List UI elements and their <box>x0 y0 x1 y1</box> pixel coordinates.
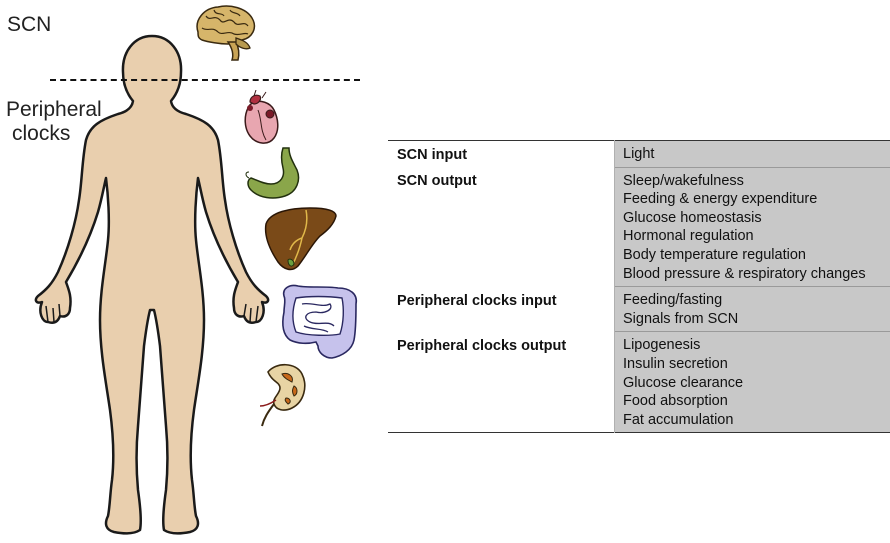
peripheral-label-line2: clocks <box>6 122 102 146</box>
row-value-item: Glucose clearance <box>623 374 890 393</box>
table-row: SCN input Light <box>388 141 890 168</box>
liver-icon <box>262 200 340 276</box>
row-value-item: Food absorption <box>623 392 890 411</box>
heart-icon <box>240 90 282 148</box>
row-value-item: Lipogenesis <box>623 336 890 355</box>
peripheral-label-line1: Peripheral <box>6 98 102 122</box>
peripheral-clocks-label: Peripheral clocks <box>6 98 102 146</box>
stomach-icon <box>243 146 303 202</box>
row-value-item: Body temperature regulation <box>623 246 890 265</box>
row-value-item: Feeding & energy expenditure <box>623 190 890 209</box>
row-value-item: Hormonal regulation <box>623 227 890 246</box>
row-key: SCN input <box>388 141 615 168</box>
row-values: Light <box>615 141 890 168</box>
scn-boundary-dashed-line <box>50 79 360 81</box>
row-value-item: Light <box>623 145 890 164</box>
row-value-item: Blood pressure & respiratory changes <box>623 265 890 284</box>
row-value-item: Signals from SCN <box>623 310 890 329</box>
row-key: SCN output <box>388 167 615 287</box>
kidney-icon <box>254 360 308 428</box>
row-value-item: Insulin secretion <box>623 355 890 374</box>
row-key: Peripheral clocks input <box>388 287 615 332</box>
scn-label: SCN <box>7 13 51 37</box>
row-value-item: Feeding/fasting <box>623 291 890 310</box>
brain-icon <box>192 2 258 62</box>
row-key: Peripheral clocks output <box>388 332 615 433</box>
row-value-item: Sleep/wakefulness <box>623 172 890 191</box>
row-value-item: Glucose homeostasis <box>623 209 890 228</box>
intestine-icon <box>278 282 360 360</box>
row-value-item: Fat accumulation <box>623 411 890 430</box>
